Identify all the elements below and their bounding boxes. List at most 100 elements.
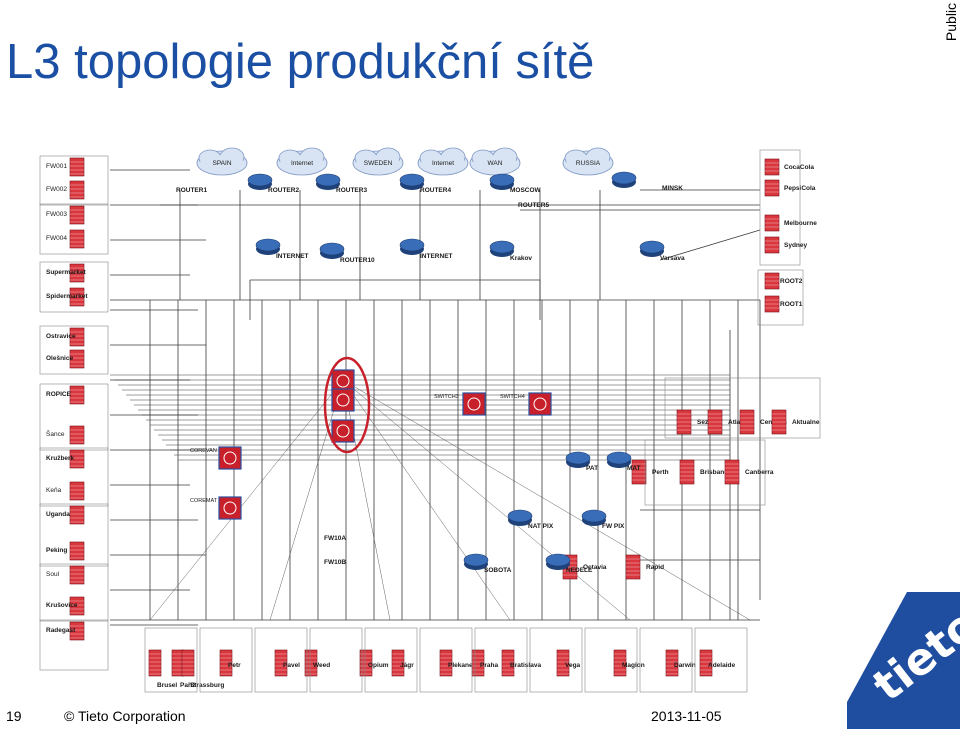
router-icon: [463, 553, 489, 570]
firewall-icon: [69, 541, 85, 561]
device-label: Uganda: [46, 511, 70, 518]
site-box: [584, 627, 638, 693]
site-box: [199, 627, 253, 693]
footer: 19 © Tieto Corporation 2013-11-05: [0, 700, 960, 729]
device-label: SOBOTA: [484, 567, 512, 574]
firewall-icon: [69, 157, 85, 177]
cloud-icon: Internet: [417, 147, 469, 176]
device-label: MINSK: [662, 185, 683, 192]
firewall-icon: [148, 649, 162, 677]
device-label: WAN: [488, 160, 503, 167]
device-label: ROOT2: [780, 278, 803, 285]
router-icon: [639, 240, 665, 257]
highlight-ellipse: [323, 356, 371, 454]
device-label: MAT: [627, 465, 641, 472]
router-icon: [611, 171, 637, 188]
firewall-icon: [724, 459, 740, 485]
router-icon: [565, 451, 591, 468]
device-label: FW PIX: [602, 523, 625, 530]
switch-icon: [218, 496, 242, 520]
site-box: [419, 627, 473, 693]
device-label: Octavia: [583, 564, 607, 571]
device-label: Brisbane: [700, 469, 728, 476]
device-label: Aktualne: [792, 419, 820, 426]
switch-icon: [528, 392, 552, 416]
firewall-icon: [613, 649, 627, 677]
firewall-icon: [69, 205, 85, 225]
link: [269, 379, 344, 621]
cloud-icon: SWEDEN: [352, 147, 404, 176]
device-label: Krakov: [510, 255, 532, 262]
site-box: [644, 439, 766, 506]
site-box: [39, 261, 109, 313]
device-label: Brusel: [157, 682, 177, 689]
site-box: [474, 627, 528, 693]
firewall-icon: [69, 349, 85, 369]
device-label: Canberra: [745, 469, 774, 476]
device-label: Magion: [622, 662, 645, 669]
device-label: Ostravice: [46, 333, 76, 340]
site-box: [364, 627, 418, 693]
device-label: CocaCola: [784, 164, 814, 171]
switch-icon: [331, 419, 355, 443]
router-icon: [606, 451, 632, 468]
date: 2013-11-05: [651, 708, 722, 724]
device-label: FW10B: [324, 559, 346, 566]
device-label: ROUTER4: [420, 187, 451, 194]
device-label: NAT PIX: [528, 523, 554, 530]
router-icon: [399, 173, 425, 190]
device-label: FW10A: [324, 535, 346, 542]
firewall-icon: [69, 481, 85, 501]
switch-icon: [218, 446, 242, 470]
device-label: ROUTER10: [340, 257, 375, 264]
device-label: Darwin: [674, 662, 696, 669]
device-label: Pavel: [283, 662, 300, 669]
site-box: [39, 325, 109, 375]
firewall-icon: [69, 425, 85, 445]
device-label: Weed: [313, 662, 330, 669]
device-label: Supermarket: [46, 269, 87, 276]
device-label: FW004: [46, 235, 67, 242]
site-box: [254, 627, 308, 693]
copyright: © Tieto Corporation: [64, 708, 186, 724]
device-label: NEDELE: [566, 567, 593, 574]
firewall-icon: [69, 180, 85, 200]
page-number: 19: [6, 708, 22, 724]
site-box: [757, 269, 804, 326]
device-label: RUSSIA: [576, 160, 601, 167]
device-label: Radegast: [46, 627, 76, 634]
device-label: Petr: [228, 662, 241, 669]
router-icon: [247, 173, 273, 190]
device-label: SWEDEN: [364, 160, 393, 167]
router-icon: [255, 238, 281, 255]
router-icon: [545, 553, 571, 570]
firewall-icon: [631, 459, 647, 485]
device-label: SWITCH4: [500, 394, 525, 400]
link: [342, 379, 511, 621]
device-label: ROUTER5: [518, 202, 549, 209]
device-label: Šance: [46, 429, 65, 438]
device-label: Jágr: [400, 662, 414, 669]
router-icon: [581, 509, 607, 526]
site-box: [759, 149, 801, 266]
slide-title: L3 topologie produkční sítě: [6, 35, 595, 89]
device-label: Atlas: [728, 419, 744, 426]
link: [149, 379, 344, 621]
device-label: Plekanec: [448, 662, 477, 669]
firewall-icon: [69, 596, 85, 616]
site-box: [529, 627, 583, 693]
router-icon: [489, 240, 515, 257]
firewall-icon: [764, 295, 780, 313]
firewall-icon: [739, 409, 755, 435]
device-label: Keňa: [46, 487, 62, 494]
firewall-icon: [69, 449, 85, 469]
site-box: [694, 627, 748, 693]
firewall-icon: [764, 158, 780, 176]
firewall-icon: [69, 565, 85, 585]
device-label: Soul: [46, 571, 60, 578]
firewall-icon: [69, 287, 85, 307]
link: [342, 379, 631, 621]
device-label: Varsava: [660, 255, 685, 262]
site-box: [39, 203, 109, 255]
